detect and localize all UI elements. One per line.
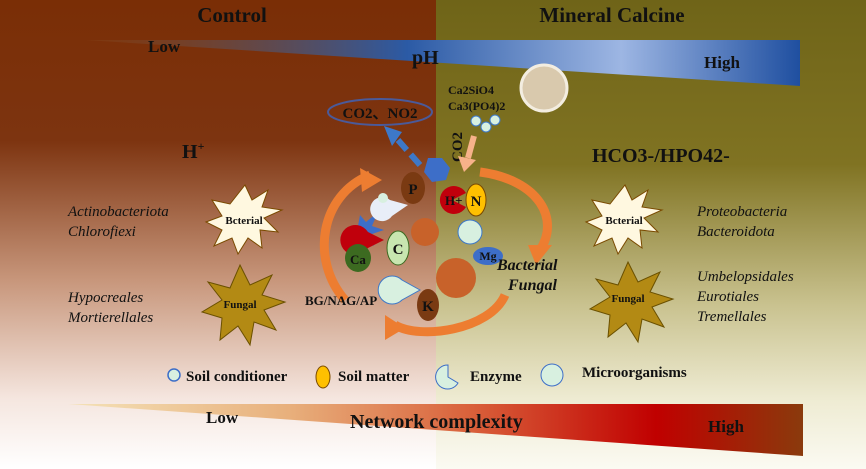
network-high-label: High	[708, 417, 744, 436]
taxon-right-fungal: Eurotiales	[696, 289, 759, 305]
ph-high-label: High	[704, 53, 740, 72]
enzyme-white-icon	[370, 197, 408, 222]
bicarbonate-phosphate-label: HCO3-/HPO42-	[592, 145, 730, 167]
soil-conditioner-legend-icon	[167, 368, 181, 382]
element-ca-label: Ca	[350, 252, 366, 267]
cycle-arrowhead-icon	[385, 315, 405, 340]
mineral-ca2sio4: Ca2SiO4	[448, 83, 494, 97]
legend-enzyme: Enzyme	[470, 369, 522, 385]
cycle-arrowhead-icon	[528, 245, 552, 265]
enzyme-icon	[377, 275, 422, 305]
ph-label: pH	[412, 47, 439, 69]
microorganism-icon	[411, 218, 439, 246]
element-n-label: N	[471, 194, 482, 210]
soil-conditioner-icon	[470, 115, 482, 127]
element-c-label: C	[393, 242, 404, 258]
emission-arrowhead-icon	[384, 126, 402, 146]
element-k	[417, 289, 439, 321]
taxon-left-bacterial: Chlorofiexi	[68, 224, 136, 240]
co2-arrowhead-icon	[458, 156, 476, 172]
mineral-calcine-title: Mineral Calcine	[539, 3, 684, 27]
network-complexity-label: Network complexity	[350, 411, 523, 433]
soil-conditioner-icon	[378, 193, 388, 203]
enzyme-legend-icon	[435, 364, 459, 390]
mineral-powder-photo	[519, 63, 569, 113]
bacterial-badge-right-label: Bcterial	[605, 215, 642, 227]
cycle-arrow-right	[479, 167, 552, 253]
taxon-left-fungal: Hypocreales	[67, 290, 143, 306]
control-title: Control	[197, 3, 267, 27]
cycle-arrowhead-icon	[360, 168, 382, 192]
co2-arrow	[465, 135, 477, 159]
element-h-pacman	[439, 186, 466, 214]
network-complexity-wedge	[68, 404, 803, 456]
gas-emission-label: CO2、NO2	[342, 106, 417, 122]
co2-uptake-label: CO2	[450, 132, 466, 162]
element-k-label: K	[422, 299, 434, 315]
element-p	[401, 172, 425, 204]
bacterial-label: Bacterial	[496, 257, 558, 274]
h-ion-label: H+	[182, 139, 205, 163]
soil-conditioner-icon	[489, 114, 501, 126]
network-low-label: Low	[206, 408, 239, 427]
taxon-right-bacterial: Bacteroidota	[697, 224, 775, 240]
element-mg-label: Mg	[479, 249, 496, 263]
taxon-right-fungal: Umbelopsidales	[697, 269, 794, 285]
taxon-right-bacterial: Proteobacteria	[696, 204, 787, 220]
fungal-badge-right	[588, 260, 675, 344]
element-p-label: P	[408, 182, 417, 198]
fungal-badge-left-label: Fungal	[223, 299, 256, 311]
fungal-badge-left	[200, 263, 287, 347]
microorganism-large-icon	[436, 258, 476, 298]
bacterial-badge-left-label: Bcterial	[225, 215, 262, 227]
bacterial-badge-left	[204, 184, 284, 256]
element-c	[386, 230, 410, 266]
soil-conditioner-icon	[480, 121, 492, 133]
taxon-right-fungal: Tremellales	[697, 309, 767, 325]
ph-gradient-wedge	[85, 40, 800, 86]
element-h-label: H+	[445, 193, 463, 208]
enzyme-activity-label: BG/NAG/AP	[305, 293, 377, 308]
element-n	[465, 183, 487, 217]
element-mg	[473, 247, 503, 265]
legend-soil-conditioner: Soil conditioner	[186, 369, 288, 385]
fungal-label: Fungal	[507, 277, 557, 294]
ph-low-label: Low	[148, 37, 181, 56]
soil-matter-legend-icon	[315, 365, 331, 389]
microorganism-conditioner-icon	[457, 219, 483, 245]
gas-molecule-icon	[424, 158, 450, 182]
element-ca	[345, 244, 371, 272]
taxon-left-fungal: Mortierellales	[67, 310, 153, 326]
cycle-arrow-left	[319, 170, 372, 303]
microorganisms-legend-icon	[540, 363, 564, 387]
taxon-left-bacterial: Actinobacteriota	[67, 204, 169, 220]
cycle-arrow-bottom	[392, 292, 510, 337]
legend-microorganisms: Microorganisms	[582, 365, 687, 381]
legend-soil-matter: Soil matter	[338, 369, 410, 385]
bacterial-badge-right	[584, 184, 664, 256]
fungal-badge-right-label: Fungal	[611, 293, 644, 305]
gas-cloud-icon	[327, 98, 433, 126]
mineral-ca3po4: Ca3(PO4)2	[448, 99, 505, 113]
emission-arrow	[395, 138, 423, 167]
